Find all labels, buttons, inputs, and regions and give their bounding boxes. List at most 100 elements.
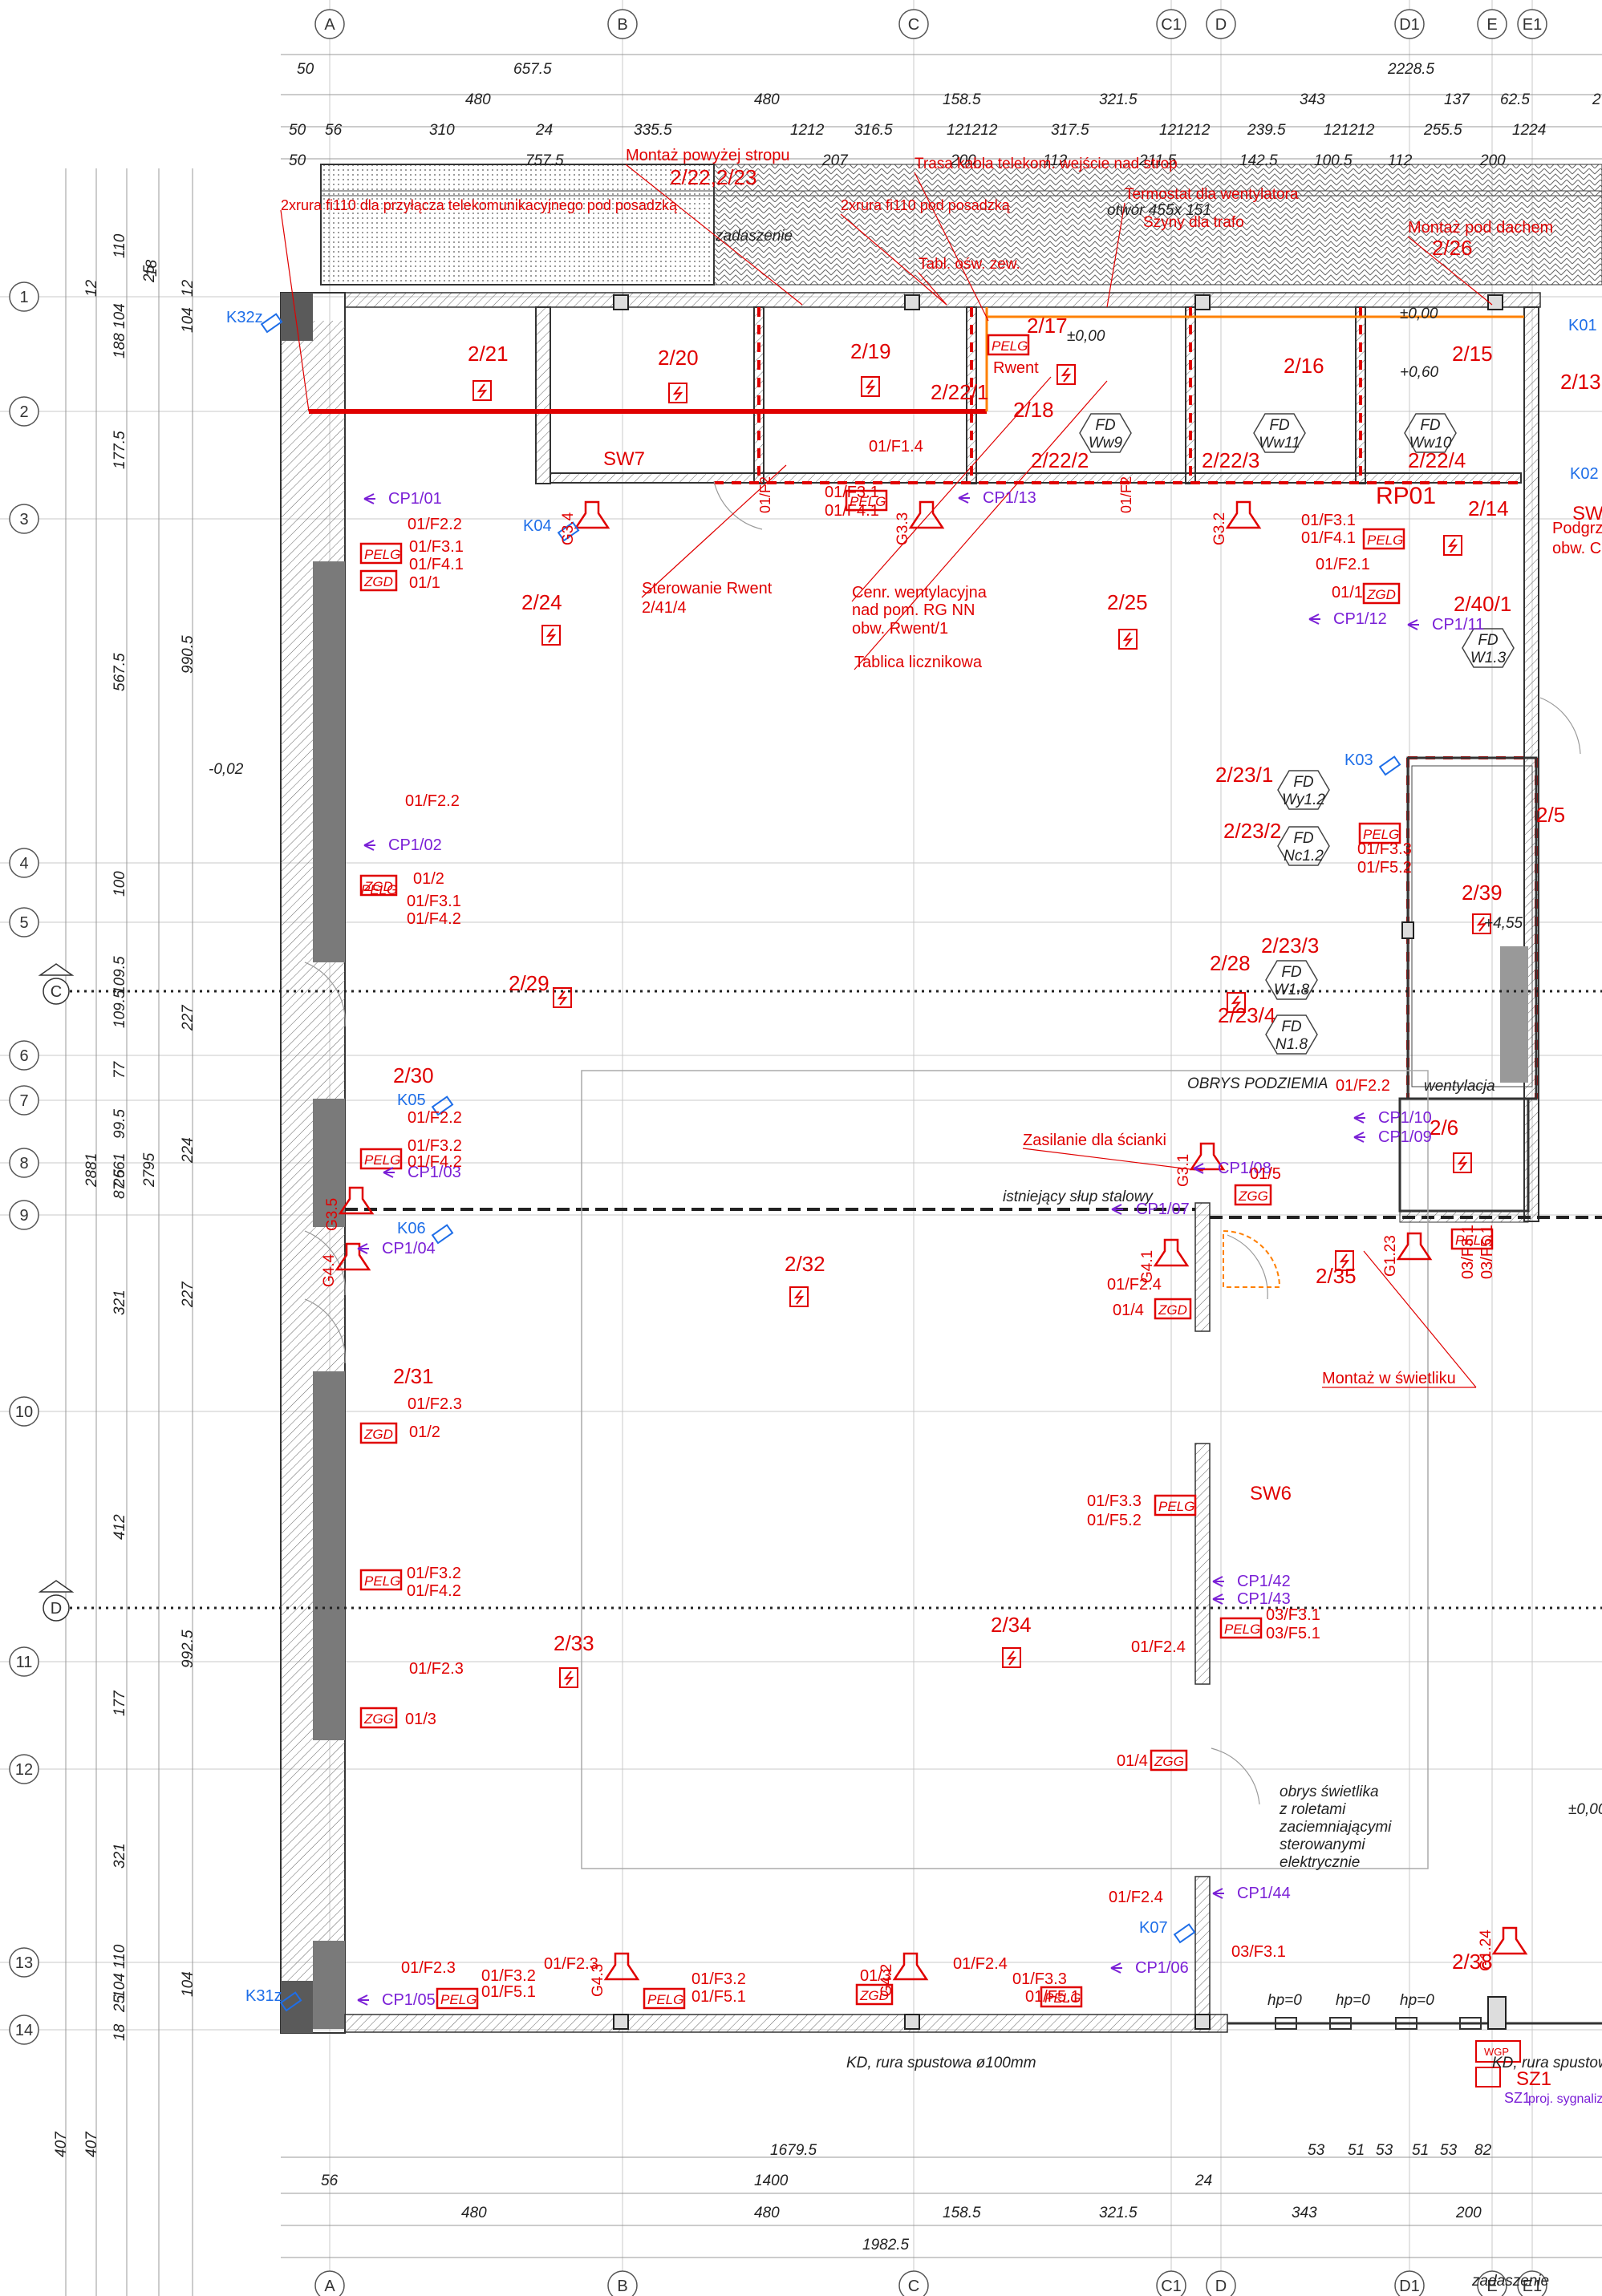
circuit-label: 03/F5.1 (1478, 1225, 1496, 1279)
grid-col-label: D1 (1399, 2278, 1420, 2295)
annotation-note: z roletami (1279, 1801, 1346, 1818)
grid-col-label: B (617, 16, 627, 34)
dimension-text: 110 (112, 1944, 128, 1969)
section-marker-circle (43, 1594, 70, 1622)
circuit-label: 01/F2.2 (408, 1109, 462, 1127)
zgd-box (1154, 1298, 1192, 1320)
annotation-note: RP01 (1376, 483, 1436, 509)
grid-row-label: 5 (19, 914, 28, 932)
room-number: 2/6 (1430, 1116, 1458, 1140)
dimension-text: 480 (754, 2205, 780, 2221)
circuit-label: 01/F5.1 (481, 1983, 536, 2001)
dimension-text: 310 (429, 122, 455, 139)
dimension-text: 1212 (790, 122, 825, 139)
dimension-text: 1679.5 (770, 2142, 817, 2159)
fire-damper-tag: FD (1095, 417, 1116, 434)
dimension-text: 321 (112, 1843, 128, 1869)
dimension-text: 50 (289, 152, 306, 169)
dimension-text: 227 (180, 1004, 197, 1031)
annotation-note: Podgrz (1552, 520, 1602, 537)
grid-bubble (607, 2270, 638, 2296)
room-number: 2/39 (1462, 881, 1503, 905)
room-number: 2/30 (393, 1063, 434, 1087)
grid-row-label: 11 (16, 1654, 33, 1671)
annotation-note: Rwent (993, 359, 1039, 377)
sensor-icon (363, 493, 375, 504)
fire-damper-symbol (1265, 960, 1318, 1000)
grid-bubble (9, 1646, 39, 1677)
circuit-label: 01/F2.2 (1336, 1077, 1390, 1095)
dimension-text: 567.5 (112, 653, 128, 691)
dimension-text: 51 (1348, 2142, 1365, 2159)
room-number: 2/26 (1432, 236, 1473, 260)
dimension-text: 53 (1376, 2142, 1393, 2159)
cp-sensor-label: CP1/43 (1237, 1590, 1291, 1608)
camera-label: K32z (226, 309, 263, 326)
grid-bubble (1517, 9, 1547, 39)
circuit-label: 01/4 (1113, 1302, 1144, 1319)
circuit-label: 01/F2.3 (409, 1660, 464, 1678)
socket-symbol (1453, 1152, 1472, 1173)
pelg-box (359, 1148, 403, 1170)
pelg-box (1040, 1986, 1083, 2008)
dimension-text: 137 (1444, 91, 1470, 108)
fire-damper-tag: FD (1420, 417, 1441, 434)
dimension-text: 12 (180, 279, 197, 297)
grid-bubble (1156, 9, 1186, 39)
dimension-text: 188 (112, 333, 128, 358)
annotation-note: elektrycznie (1280, 1854, 1360, 1871)
dimension-text: 87.5 (112, 1169, 128, 1199)
speaker-icon (574, 500, 610, 529)
dimension-text: 2228.5 (1387, 61, 1435, 78)
camera-label: K01 (1568, 317, 1597, 334)
fire-damper-symbol (1462, 628, 1515, 668)
sensor-icon (1308, 613, 1320, 625)
annotation-note: Zasilanie dla ścianki (1023, 1132, 1166, 1149)
room-number: 2/20 (658, 346, 699, 370)
dimension-text: 316.5 (854, 122, 893, 139)
camera-icon (260, 313, 283, 334)
annotation-note: Termostat dla wentylatora (1125, 186, 1299, 203)
grid-bubble (9, 1148, 39, 1178)
room-number: 2/24 (521, 590, 562, 614)
zgd-box (359, 874, 398, 897)
room-number: 2/23/2 (1223, 819, 1281, 843)
grid-bubble (9, 1947, 39, 1978)
speaker-icon (1153, 1238, 1190, 1267)
grid-col-label: D1 (1399, 16, 1420, 34)
pelg-box (845, 489, 888, 512)
pelg-label: PELG (1363, 827, 1399, 842)
zgd-box (855, 1983, 894, 2006)
cp-sensor-label: CP1/07 (1136, 1201, 1190, 1218)
pelg-box (643, 1987, 686, 2010)
grid-bubble (1517, 2270, 1547, 2296)
fire-damper-label: Ww10 (1409, 435, 1452, 452)
level-mark: -0,02 (209, 761, 244, 778)
dimension-text: 239.5 (1247, 122, 1286, 139)
speaker-label: G3.2 (1211, 512, 1228, 545)
dimension-text: 343 (1300, 91, 1325, 108)
grid-bubble (9, 848, 39, 878)
circuit-label: 01/5 (1250, 1165, 1281, 1183)
cp-sensor-label: CP1/06 (1135, 1959, 1189, 1977)
circuit-label: 01/F3.2 (481, 1967, 536, 1985)
camera-label: K07 (1139, 1919, 1168, 1937)
dimension-text: 109.5 (112, 956, 128, 994)
room-number: 2/22/3 (1202, 448, 1259, 472)
circuit-label: 01/F4.1 (825, 502, 879, 520)
grid-bubble (9, 1040, 39, 1071)
annotation-note: KD, rura spustowa ø1 (1492, 2055, 1602, 2071)
grid-bubble (1206, 2270, 1236, 2296)
circuit-label: 01/F3.2 (691, 1970, 746, 1988)
sensor-icon (1110, 1962, 1122, 1974)
pelg-box (1358, 822, 1401, 844)
pelg-label: PELG (364, 1573, 400, 1589)
cp-sensor-label: CP1/11 (1432, 616, 1484, 634)
socket-symbol (553, 987, 572, 1008)
annotation-note: OBRYS PODZIEMIA (1187, 1075, 1328, 1092)
grid-row-label: 10 (15, 1403, 33, 1421)
room-number: 2/23/1 (1215, 763, 1273, 787)
socket-symbol (1118, 629, 1138, 650)
circuit-label: 03/F5.1 (1266, 1625, 1320, 1642)
